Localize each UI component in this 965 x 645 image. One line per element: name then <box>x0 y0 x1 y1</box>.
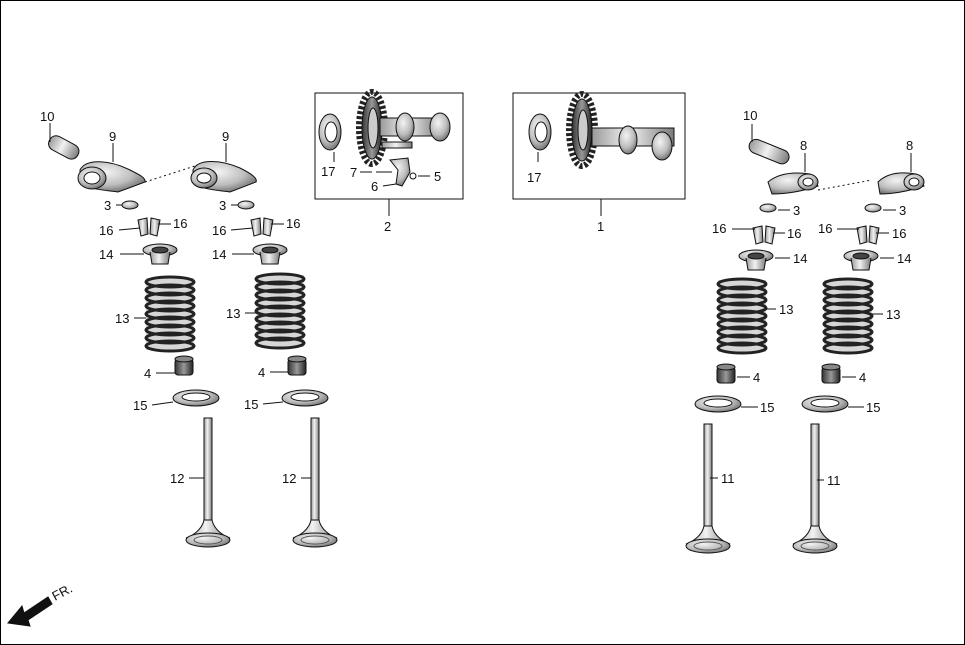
callout-16-right-a-outer: 16 <box>712 221 726 236</box>
callout-12-left-a: 12 <box>170 471 184 486</box>
callout-1: 1 <box>597 219 604 234</box>
callout-15-left-b: 15 <box>244 397 258 412</box>
callout-11-right-a: 11 <box>721 471 735 486</box>
camshaft-assembly-2 <box>314 92 464 200</box>
callout-17-box-1: 17 <box>527 170 541 185</box>
callout-17-box-2: 17 <box>321 164 335 179</box>
callout-16-left-a-inner: 16 <box>173 216 187 231</box>
callout-5: 5 <box>434 169 441 184</box>
rocker-pin-right <box>748 138 790 165</box>
callout-13-left-b: 13 <box>226 306 240 321</box>
callout-3-left-b: 3 <box>219 198 226 213</box>
callout-16-right-b-inner: 16 <box>892 226 906 241</box>
leader-lines <box>49 123 912 481</box>
callout-14-right-a: 14 <box>793 251 807 266</box>
callout-4-left-a: 4 <box>144 366 151 381</box>
callout-16-left-b-inner: 16 <box>286 216 300 231</box>
callout-8-right-a: 8 <box>800 138 807 153</box>
callout-8-right-b: 8 <box>906 138 913 153</box>
callout-10-left: 10 <box>40 109 54 124</box>
callout-4-right-b: 4 <box>859 370 866 385</box>
callout-16-left-b-outer: 16 <box>212 223 226 238</box>
callout-16-right-b-outer: 16 <box>818 221 832 236</box>
left-stack-a <box>48 135 231 548</box>
callout-12-left-b: 12 <box>282 471 296 486</box>
front-arrow-icon <box>7 596 53 627</box>
callout-13-right-a: 13 <box>779 302 793 317</box>
rocker-arm-right-a <box>767 172 819 195</box>
callout-16-left-a-outer: 16 <box>99 223 113 238</box>
callout-7: 7 <box>350 165 357 180</box>
callout-14-right-b: 14 <box>897 251 911 266</box>
callout-labels: 10 9 3 16 16 14 13 4 15 12 9 3 16 16 14 … <box>40 108 913 488</box>
callout-9-left-b: 9 <box>222 129 229 144</box>
right-stack-a <box>685 138 873 554</box>
callout-10-right: 10 <box>743 108 757 123</box>
right-stack-b <box>792 172 925 554</box>
callout-3-right-b: 3 <box>899 203 906 218</box>
camshaft-assembly-1 <box>512 93 686 200</box>
callout-15-right-b: 15 <box>866 400 880 415</box>
callout-15-right-a: 15 <box>760 400 774 415</box>
front-label: FR. <box>49 581 75 604</box>
callout-13-right-b: 13 <box>886 307 900 322</box>
callout-14-left-a: 14 <box>99 247 113 262</box>
callout-13-left-a: 13 <box>115 311 129 326</box>
callout-16-right-a-inner: 16 <box>787 226 801 241</box>
callout-2: 2 <box>384 219 391 234</box>
callout-3-left-a: 3 <box>104 198 111 213</box>
front-direction-indicator: FR. <box>7 581 75 627</box>
callout-6: 6 <box>371 179 378 194</box>
callout-9-left-a: 9 <box>109 129 116 144</box>
callout-15-left-a: 15 <box>133 398 147 413</box>
left-stack-b <box>190 161 338 548</box>
callout-4-right-a: 4 <box>753 370 760 385</box>
rocker-arm-right-b <box>877 172 925 195</box>
rocker-pin-left <box>48 135 80 160</box>
callout-14-left-b: 14 <box>212 247 226 262</box>
rocker-arm-left-b <box>190 161 257 193</box>
callout-11-right-b: 11 <box>827 473 841 488</box>
callout-4-left-b: 4 <box>258 365 265 380</box>
callout-3-right-a: 3 <box>793 203 800 218</box>
rocker-arm-left-a <box>77 161 146 193</box>
